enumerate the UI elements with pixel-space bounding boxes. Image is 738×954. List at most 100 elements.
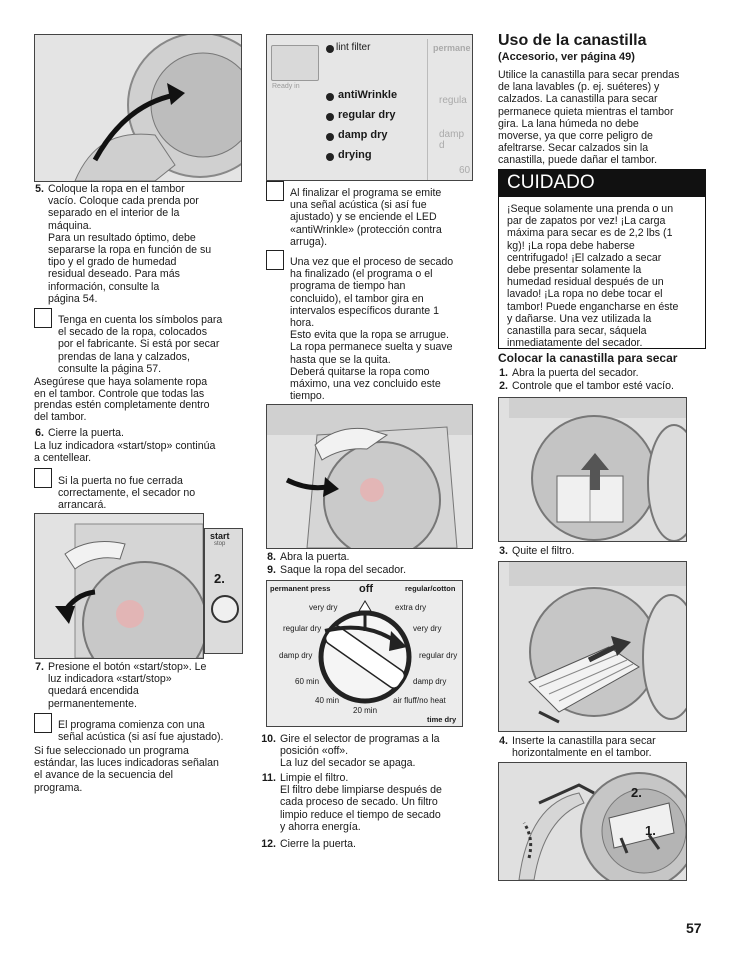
step-number: 2. [499,380,508,392]
damp-partial-label: damp d [439,129,465,151]
panel-stop-label: stop [214,541,226,547]
program-selector-knob[interactable] [267,581,462,726]
dial-bottom-20-min: 20 min [353,706,378,715]
regular-dry-label: regular dry [338,109,396,121]
figure-insert-basket [498,561,687,732]
figure-close-door [34,513,204,659]
illustration-basket-positioned [499,763,686,880]
time-dry-label: time dry [427,715,457,724]
step-number: 1. [499,367,508,379]
step-number: 6. [35,427,44,439]
antiwrinkle-led [326,93,334,101]
dial-right-damp-dry: damp dry [413,677,447,686]
callout-2: 2. [631,785,642,800]
dial-right-extra-dry: extra dry [395,603,427,612]
figure-remove-filter [498,397,687,542]
note-3: El programa comienza con una señal acúst… [58,719,224,744]
caution-box: CUIDADO ¡Seque solamente una prenda o un… [498,169,706,349]
step-number: 12. [261,838,276,850]
note-5: Una vez que el proceso de secado ha fina… [290,256,454,403]
antiwrinkle-label: antiWrinkle [338,89,398,101]
figure-start-panel: start stop 2. [204,528,243,654]
paragraph-3: Si fue seleccionado un programa estándar… [34,745,219,794]
lint-filter-led [326,45,334,53]
note-icon-box [266,181,284,201]
section-subtitle: (Accesorio, ver página 49) [498,51,635,63]
step-number: 8. [267,551,276,563]
step-number: 11. [261,772,276,784]
note-2: Si la puerta no fue cerrada correctament… [58,475,196,512]
damp-dry-led [326,133,334,141]
note-icon-box [34,468,52,488]
dial-left-40-min: 40 min [315,696,340,705]
permanent-press-label: permanent press [270,584,331,593]
paragraph-2: La luz indicadora «start/stop» continúa … [34,440,216,465]
illustration-basket-insertion [499,562,686,731]
figure-basket-in-drum: 2. 1. [498,762,687,881]
intro-paragraph: Utilice la canastilla para secar prendas… [498,69,680,167]
lint-filter-label: lint filter [336,42,371,53]
dial-left-very-dry: very dry [309,603,338,612]
dial-left-damp-dry: damp dry [279,651,313,660]
dial-left-60-min: 60 min [295,677,320,686]
dial-left-regular-dry: regular dry [283,624,322,633]
figure-load-laundry [34,34,242,182]
damp-dry-label: damp dry [338,129,388,141]
start-stop-button[interactable] [211,595,239,623]
note-4: Al finalizar el programa se emite una se… [290,187,442,248]
illustration-filter-removal [499,398,686,541]
basket-step-4-text: Inserte la canastilla para secar horizon… [512,735,656,760]
panel-divider [427,39,428,180]
regular-dry-led [326,113,334,121]
basket-step-2-text: Controle que el tambor esté vacío. [512,380,674,392]
step-11-text: Limpie el filtro. El filtro debe limpiar… [280,772,442,833]
drying-led [326,153,334,161]
dial-right-air-fluff: air fluff/no heat [393,696,446,705]
permanent-partial-label: permane [433,43,471,53]
note-icon-box [34,308,52,328]
regular-partial-label: regula [439,95,467,106]
illustration-opening-door [267,405,472,548]
illustration-closing-door [35,514,203,658]
page-number: 57 [686,920,702,936]
note-icon-box [34,713,52,733]
step-number: 3. [499,545,508,557]
step-12-text: Cierre la puerta. [280,838,356,850]
display-window [271,45,319,81]
caution-title: CUIDADO [507,172,595,193]
step-number: 9. [267,564,276,576]
step-number: 4. [499,735,508,747]
figure-control-panel-leds: Ready in lint filter permane regula damp… [266,34,473,181]
step-10-text: Gire el selector de programas a la posic… [280,733,440,770]
drying-label: drying [338,149,372,161]
caution-text: ¡Seque solamente una prenda o un par de … [507,203,679,350]
step-number: 10. [261,733,276,745]
note-icon-box [266,250,284,270]
panel-start-label: start [210,531,230,541]
note-1: Tenga en cuenta los símbolos para el sec… [58,314,223,375]
sixty-partial-label: 60 [459,165,471,176]
step-7-text: Presione el botón «start/stop». Le luz i… [48,661,207,710]
step-number: 7. [35,661,44,673]
sub-heading: Colocar la canastilla para secar [498,351,678,365]
caution-header: CUIDADO [499,170,705,197]
display-ready-label: Ready in [272,83,300,90]
dial-right-very-dry: very dry [413,624,442,633]
off-label: off [359,583,374,595]
section-title: Uso de la canastilla [498,32,647,49]
illustration-loading-drum [35,35,241,181]
basket-step-1-text: Abra la puerta del secador. [512,367,639,379]
basket-step-3-text: Quite el filtro. [512,545,575,557]
callout-2: 2. [214,571,225,586]
figure-program-dial: permanent press off regular/cotton very … [266,580,463,727]
regular-cotton-label: regular/cotton [405,584,456,593]
step-9-text: Saque la ropa del secador. [280,564,407,576]
callout-1: 1. [645,823,656,838]
figure-open-door [266,404,473,549]
step-number: 5. [35,183,44,195]
step-6-text: Cierre la puerta. [48,427,124,439]
dial-right-regular-dry: regular dry [419,651,458,660]
paragraph-1: Asegúrese que haya solamente ropa en el … [34,376,210,423]
step-8-text: Abra la puerta. [280,551,350,563]
step-5-text: Coloque la ropa en el tambor vacío. Colo… [48,183,212,305]
